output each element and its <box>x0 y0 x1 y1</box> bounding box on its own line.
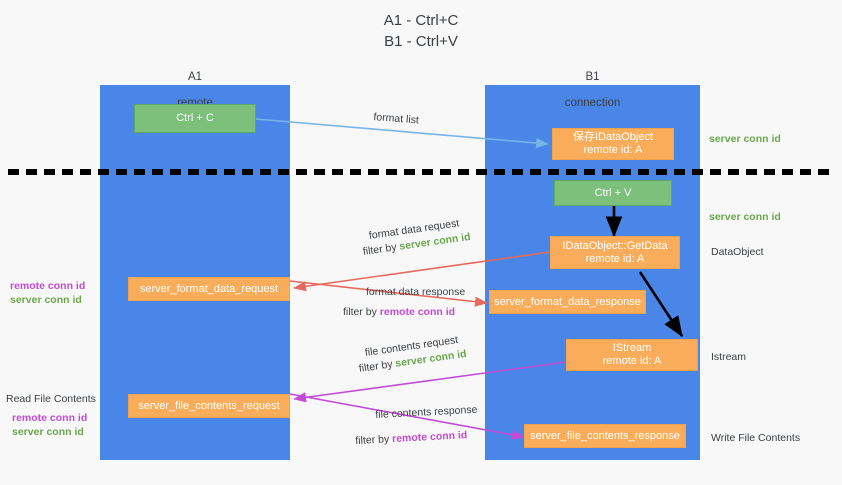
left-label-read-file-contents-text: Read File Contents <box>6 393 96 405</box>
right-label-server-conn-id-mid: server conn id <box>709 210 781 224</box>
box-save-idataobject[interactable]: 保存IDataObject remote id: A <box>552 128 674 160</box>
box-ctrl-v-line1: Ctrl + V <box>594 186 632 199</box>
label-format-data-response: format data response <box>366 285 465 299</box>
right-label-dataobject-text: DataObject <box>711 246 764 258</box>
box-istream[interactable]: IStream remote id: A <box>566 339 698 371</box>
box-ctrl-c[interactable]: Ctrl + C <box>134 104 256 133</box>
label-file-contents-response-filter-value: remote conn id <box>391 429 468 446</box>
column-a1-name: A1 <box>187 71 203 83</box>
box-server-file-contents-response[interactable]: server_file_contents_response <box>524 424 686 448</box>
left-label-conn-pair-lower: remote conn id server conn id <box>12 411 87 439</box>
left-label-upper-server-conn-id: server conn id <box>10 294 82 306</box>
page-title: A1 - Ctrl+C B1 - Ctrl+V <box>383 12 459 50</box>
label-format-data-response-text: format data response <box>366 286 466 298</box>
box-save-idataobject-line2: remote id: A <box>583 144 643 156</box>
box-istream-line1: IStream <box>612 342 652 354</box>
right-label-dataobject: DataObject <box>711 245 764 259</box>
right-label-server-conn-id-top-text: server conn id <box>709 133 781 145</box>
box-server-file-contents-request[interactable]: server_file_contents_request <box>128 394 290 418</box>
box-idataobject-getdata[interactable]: IDataObject::GetData remote id: A <box>550 236 680 269</box>
box-server-file-contents-request-label: server_file_contents_request <box>138 399 280 412</box>
right-label-istream: Istream <box>711 350 746 364</box>
column-header-b1: B1 connection <box>500 58 685 110</box>
box-save-idataobject-line1: 保存IDataObject <box>572 131 654 143</box>
label-format-data-request-filter-prefix: filter by <box>362 240 401 258</box>
column-header-a1: A1 remote <box>105 58 285 110</box>
label-file-contents-response: file contents response <box>375 403 478 422</box>
box-server-file-contents-response-label: server_file_contents_response <box>530 429 680 442</box>
label-format-list: format list <box>373 110 419 128</box>
box-server-format-data-request-label: server_format_data_request <box>139 282 279 295</box>
left-label-lower-server-conn-id: server conn id <box>12 426 84 438</box>
box-ctrl-c-line1: Ctrl + C <box>176 112 214 124</box>
column-b1-name: B1 <box>585 71 600 83</box>
label-file-contents-response-text: file contents response <box>375 403 478 421</box>
box-ctrl-v[interactable]: Ctrl + V <box>554 180 672 206</box>
left-label-lower-remote-conn-id: remote conn id <box>12 412 88 424</box>
column-b1-sub: connection <box>564 97 621 109</box>
left-label-upper-remote-conn-id: remote conn id <box>10 280 86 292</box>
label-format-list-text: format list <box>372 110 420 127</box>
left-label-read-file-contents: Read File Contents <box>6 392 96 406</box>
label-format-data-response-filter: filter by remote conn id <box>343 305 455 319</box>
label-format-data-response-filter-prefix: filter by <box>343 306 380 318</box>
box-server-format-data-request[interactable]: server_format_data_request <box>128 277 290 301</box>
box-getdata-line2: remote id: A <box>585 252 645 265</box>
left-label-conn-pair-upper: remote conn id server conn id <box>10 279 85 307</box>
right-label-istream-text: Istream <box>711 351 747 363</box>
box-getdata-line1: IDataObject::GetData <box>562 239 668 252</box>
right-label-server-conn-id-mid-text: server conn id <box>709 211 781 223</box>
label-file-contents-request-filter-prefix: filter by <box>358 357 397 375</box>
box-istream-line2: remote id: A <box>602 355 662 367</box>
label-file-contents-response-filter: filter by remote conn id <box>355 428 468 448</box>
right-label-write-file-contents-text: Write File Contents <box>711 432 801 444</box>
label-format-data-response-filter-value: remote conn id <box>379 306 456 318</box>
right-label-server-conn-id-top: server conn id <box>709 132 781 146</box>
right-label-write-file-contents: Write File Contents <box>711 431 800 445</box>
label-file-contents-response-filter-prefix: filter by <box>355 433 393 447</box>
box-server-format-data-response[interactable]: server_format_data_response <box>489 290 646 314</box>
box-server-format-data-response-label: server_format_data_response <box>494 295 641 308</box>
